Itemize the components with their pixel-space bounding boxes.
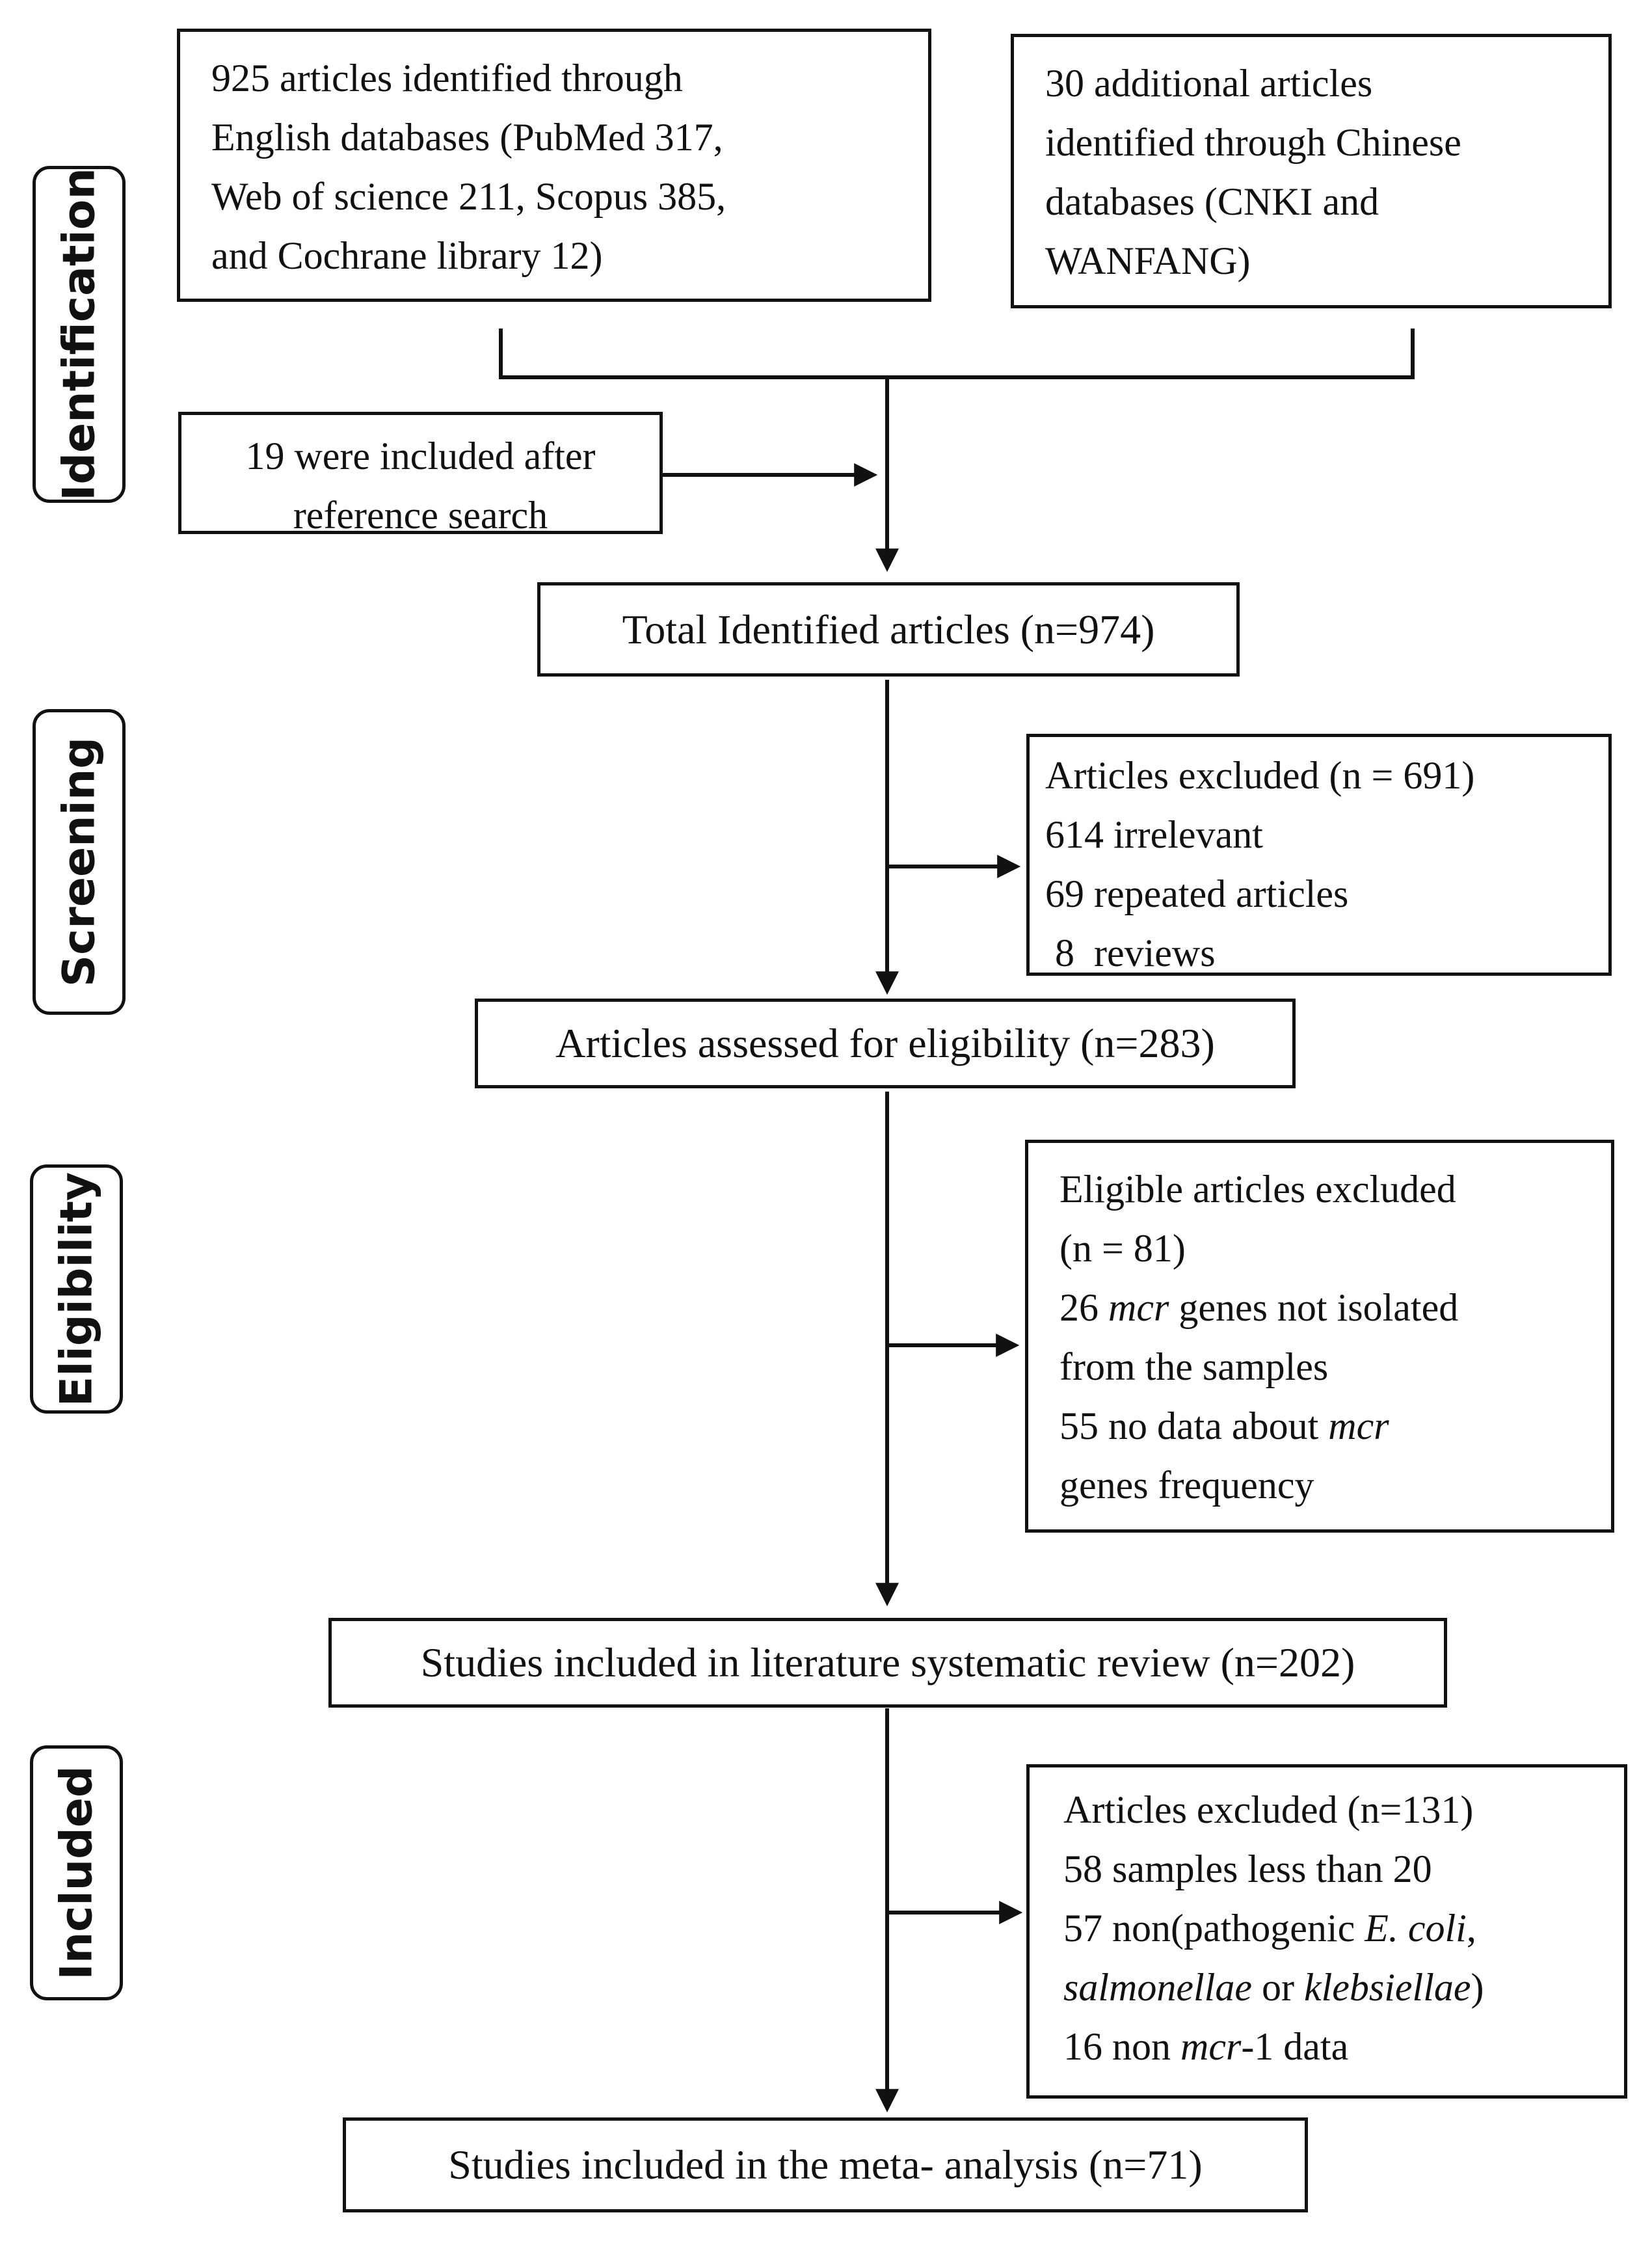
phase-identification-label: Identification	[53, 168, 105, 501]
text-run: )	[1471, 1966, 1484, 2009]
chinese-databases-box: 30 additional articles identified throug…	[1011, 34, 1612, 308]
merge-bracket	[499, 329, 1415, 379]
species-name: klebsiellae	[1303, 1966, 1471, 2009]
excluded-included-box: Articles excluded (n=131) 58 samples les…	[1026, 1764, 1627, 2099]
gene-name: mcr	[1180, 2025, 1242, 2068]
excluded-included-line: 16 non mcr-1 data	[1063, 2017, 1624, 2076]
species-name: E. coli	[1365, 1907, 1467, 1950]
excluded-eligibility-line: from the samples	[1059, 1345, 1329, 1388]
english-databases-box: 925 articles identified through English …	[177, 29, 931, 302]
meta-analysis-box: Studies included in the meta- analysis (…	[343, 2117, 1308, 2212]
excluded-included-line: 57 non(pathogenic E. coli,	[1063, 1899, 1624, 1958]
text-run: -1 data	[1241, 2025, 1349, 2068]
excluded-eligibility-line: 55 no data about mcr	[1059, 1397, 1611, 1456]
phase-screening-label: Screening	[53, 737, 105, 987]
excluded-screening-box: Articles excluded (n = 691) 614 irreleva…	[1026, 734, 1612, 976]
excluded-eligibility-line: 26 mcr genes not isolated	[1059, 1278, 1611, 1337]
reference-search-box: 19 were included after reference search	[178, 412, 663, 537]
excluded-eligibility-line: (n = 81)	[1059, 1227, 1186, 1270]
phase-eligibility-label: Eligibility	[51, 1172, 102, 1406]
phase-identification: Identification	[33, 166, 126, 503]
reference-search-line: reference search	[293, 494, 548, 537]
text-run: genes not isolated	[1169, 1286, 1459, 1329]
text-run: 26	[1059, 1286, 1108, 1329]
excluded-included-line: 58 samples less than 20	[1063, 1847, 1432, 1890]
text-run: ,	[1466, 1907, 1476, 1950]
english-databases-line: 925 articles identified through	[211, 57, 683, 100]
excluded-eligibility-box: Eligible articles excluded (n = 81) 26 m…	[1025, 1140, 1614, 1533]
reference-search-line: 19 were included after	[245, 435, 596, 477]
excluded-screening-line: 8 reviews	[1045, 932, 1216, 974]
excluded-screening-line: 614 irrelevant	[1045, 813, 1263, 856]
phase-included-label: Included	[51, 1766, 102, 1980]
systematic-review-box: Studies included in literature systemati…	[328, 1618, 1447, 1708]
chinese-databases-line: identified through Chinese	[1045, 121, 1461, 164]
phase-included: Included	[30, 1745, 123, 2000]
assessed-eligibility-text: Articles assessed for eligibility (n=283…	[555, 1020, 1215, 1066]
total-identified-text: Total Identified articles (n=974)	[622, 606, 1155, 652]
gene-name: mcr	[1328, 1404, 1389, 1447]
english-databases-line: English databases (PubMed 317,	[211, 116, 723, 159]
excluded-screening-line: 69 repeated articles	[1045, 872, 1349, 915]
excluded-eligibility-line: genes frequency	[1059, 1464, 1314, 1507]
text-run: or	[1251, 1966, 1304, 2009]
phase-screening: Screening	[33, 709, 126, 1015]
chinese-databases-line: WANFANG)	[1045, 239, 1251, 282]
species-name: salmonellae	[1063, 1966, 1252, 2009]
phase-eligibility: Eligibility	[30, 1164, 123, 1414]
meta-analysis-text: Studies included in the meta- analysis (…	[448, 2142, 1203, 2188]
excluded-eligibility-line: Eligible articles excluded	[1059, 1168, 1456, 1211]
text-run: 16 non	[1063, 2025, 1180, 2068]
text-run: 55 no data about	[1059, 1404, 1329, 1447]
excluded-included-line: Articles excluded (n=131)	[1063, 1788, 1474, 1831]
total-identified-box: Total Identified articles (n=974)	[537, 582, 1240, 677]
chinese-databases-line: databases (CNKI and	[1045, 180, 1379, 223]
english-databases-line: Web of science 211, Scopus 385,	[211, 175, 726, 218]
systematic-review-text: Studies included in literature systemati…	[420, 1639, 1355, 1686]
chinese-databases-line: 30 additional articles	[1045, 62, 1373, 105]
text-run: 57 non(pathogenic	[1063, 1907, 1365, 1950]
excluded-included-line: salmonellae or klebsiellae)	[1063, 1958, 1624, 2017]
gene-name: mcr	[1108, 1286, 1169, 1329]
english-databases-line: and Cochrane library 12)	[211, 234, 603, 277]
assessed-eligibility-box: Articles assessed for eligibility (n=283…	[475, 999, 1296, 1088]
excluded-screening-line: Articles excluded (n = 691)	[1045, 754, 1475, 797]
